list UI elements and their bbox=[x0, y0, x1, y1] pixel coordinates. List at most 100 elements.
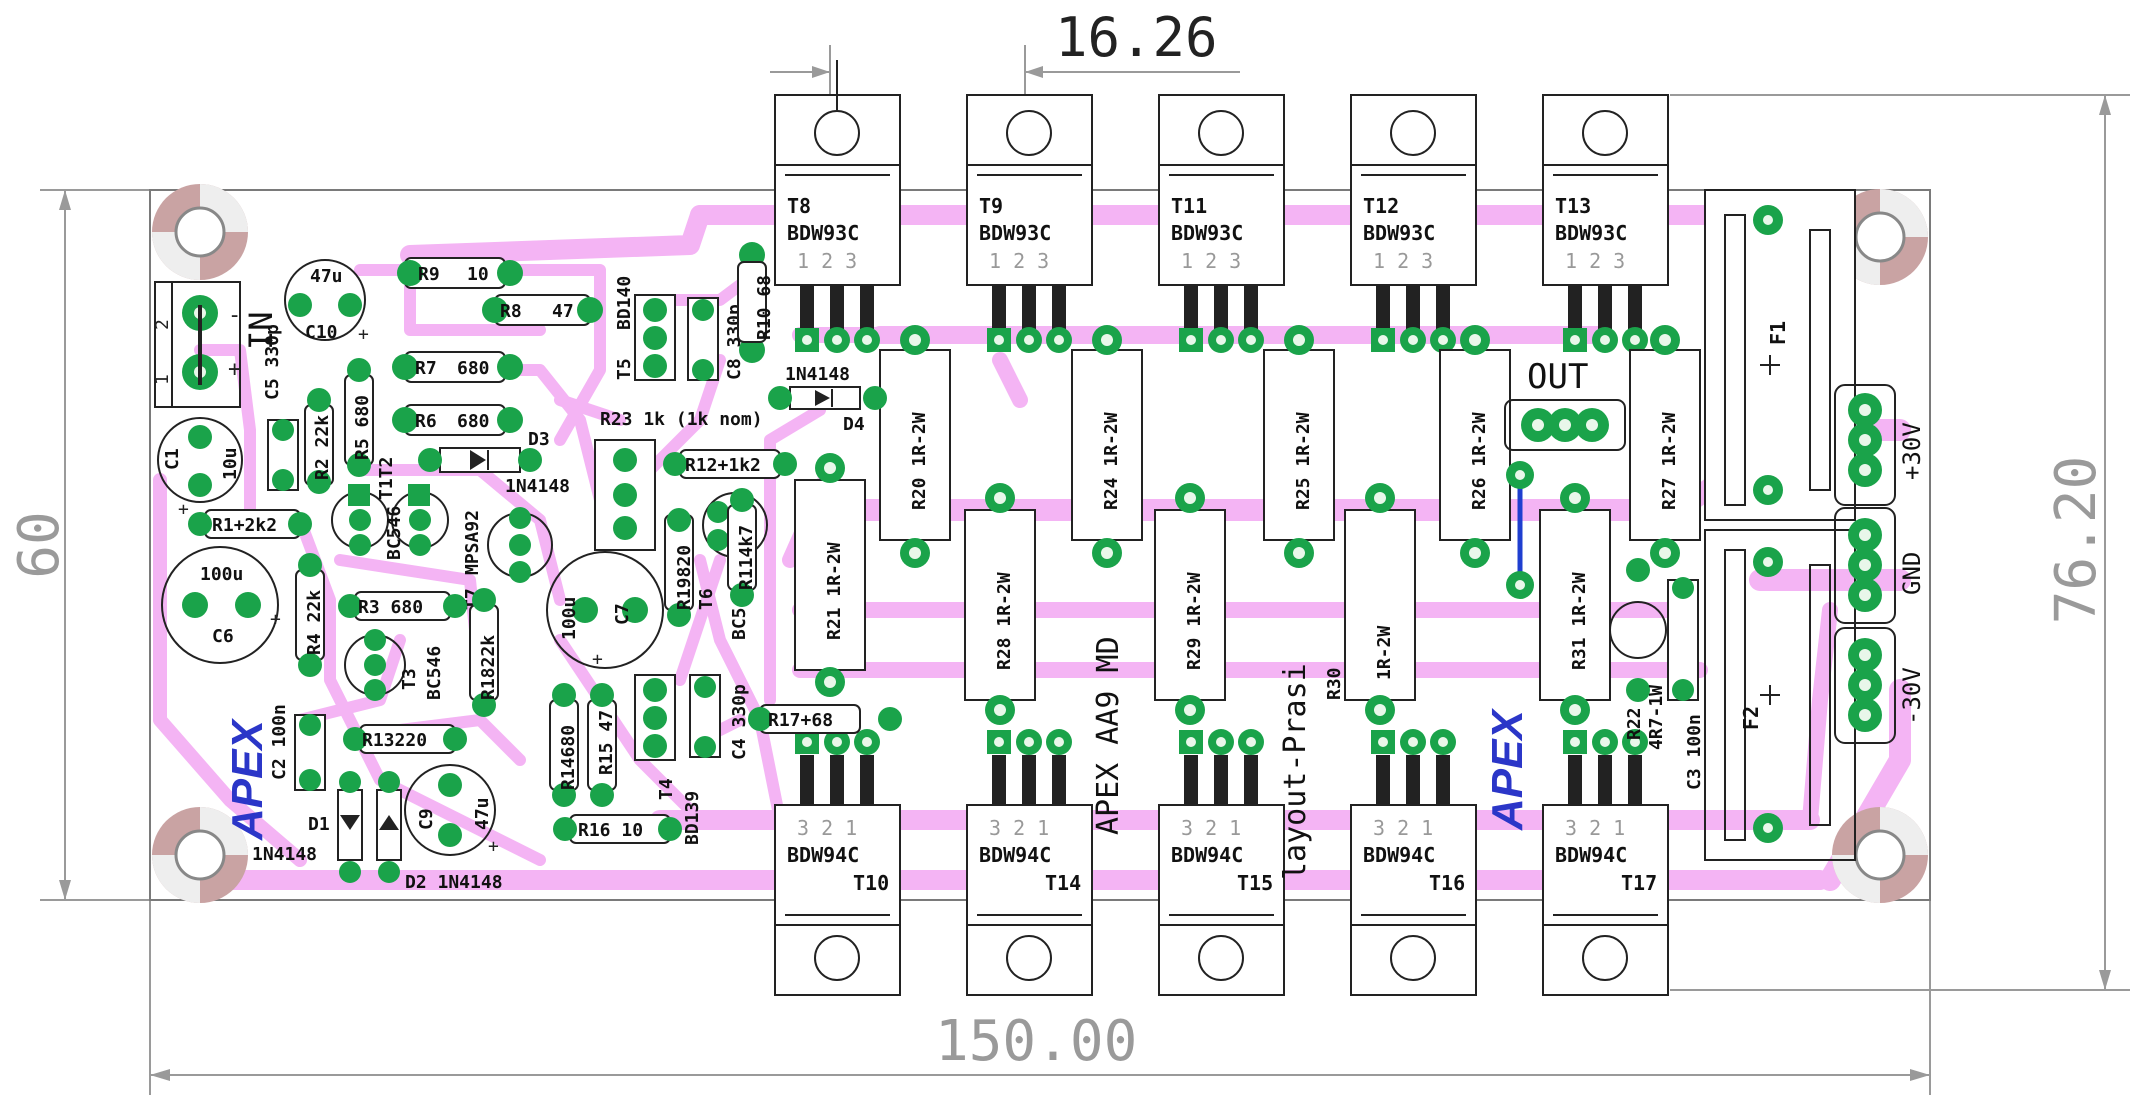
svg-text:1N4148: 1N4148 bbox=[252, 844, 317, 865]
apex-logo-left: APEX bbox=[223, 718, 272, 841]
svg-text:1 2 3: 1 2 3 bbox=[1565, 249, 1625, 273]
svg-text:OUT: OUT bbox=[1527, 357, 1588, 397]
dimension-bottom: 150.00 bbox=[935, 1009, 1137, 1074]
svg-text:R4 22k: R4 22k bbox=[304, 590, 325, 655]
svg-text:BDW94C: BDW94C bbox=[787, 843, 859, 867]
svg-text:R15 47: R15 47 bbox=[596, 710, 617, 775]
svg-text:680: 680 bbox=[457, 411, 490, 432]
svg-text:BDW93C: BDW93C bbox=[1363, 221, 1435, 245]
capacitor-c2: C2 100n bbox=[269, 704, 326, 791]
bottom-transistor-row: 3 2 1 BDW94C T10 3 2 1 BDW94C T14 bbox=[774, 729, 1669, 996]
transistor-t1t2: T1T2 BC546 bbox=[331, 457, 449, 560]
transistor-t5: BD140 T5 bbox=[614, 276, 676, 381]
svg-text:-: - bbox=[228, 303, 241, 328]
svg-text:C5 330p: C5 330p bbox=[262, 324, 283, 400]
resistor-r28: R28 1R-2W bbox=[964, 483, 1036, 725]
mount-hole-bl bbox=[152, 807, 248, 903]
svg-text:3 2 1: 3 2 1 bbox=[1565, 816, 1625, 840]
svg-text:F2: F2 bbox=[1739, 706, 1763, 730]
dimension-top: 16.26 bbox=[1055, 6, 1218, 69]
svg-text:1N4148: 1N4148 bbox=[505, 476, 570, 497]
resistor-r21: R21 1R-2W bbox=[794, 453, 866, 697]
fuse-f1: F1 bbox=[1704, 189, 1856, 521]
trimmer-r23: R23 1k (1k nom) bbox=[594, 409, 763, 551]
svg-text:T8: T8 bbox=[787, 194, 811, 218]
svg-text:3 2 1: 3 2 1 bbox=[1373, 816, 1433, 840]
svg-text:R19820: R19820 bbox=[674, 545, 695, 610]
svg-text:100u: 100u bbox=[200, 564, 243, 585]
transistor-t17: 3 2 1 BDW94C T17 bbox=[1542, 729, 1669, 996]
svg-text:T1T2: T1T2 bbox=[376, 457, 397, 500]
svg-text:R1+2k2: R1+2k2 bbox=[212, 515, 277, 536]
svg-text:R10 68: R10 68 bbox=[754, 275, 775, 340]
capacitor-c9: C9 47u + bbox=[404, 764, 499, 857]
svg-text:T4: T4 bbox=[656, 778, 677, 800]
svg-text:T14: T14 bbox=[1045, 871, 1081, 895]
svg-text:-30V: -30V bbox=[1898, 667, 1926, 725]
input-connector: 2 1 IN - + bbox=[152, 281, 280, 408]
svg-text:BC546: BC546 bbox=[424, 646, 445, 700]
resistor-r7: R7 680 bbox=[392, 351, 523, 383]
resistor-r11: R114k7 bbox=[727, 488, 757, 607]
capacitor-c7: 100u C7 + bbox=[546, 551, 664, 670]
diode-d2: D2 1N4148 bbox=[376, 771, 503, 893]
diode-d1: D1 1N4148 bbox=[252, 771, 363, 883]
svg-text:1R-2W: 1R-2W bbox=[1374, 626, 1395, 680]
svg-text:3 2 1: 3 2 1 bbox=[797, 816, 857, 840]
svg-text:BDW93C: BDW93C bbox=[1171, 221, 1243, 245]
transistor-t12: T12 BDW93C 1 2 3 bbox=[1350, 94, 1477, 353]
svg-text:IN: IN bbox=[242, 311, 280, 350]
resistor-r12: R12+1k2 bbox=[663, 449, 797, 479]
resistor-r27: R27 1R-2W bbox=[1629, 325, 1701, 568]
svg-text:BDW93C: BDW93C bbox=[979, 221, 1051, 245]
diode-d4: 1N4148 D4 bbox=[768, 364, 887, 435]
svg-text:47: 47 bbox=[552, 301, 574, 322]
apex-logo-right: APEX bbox=[1483, 708, 1532, 831]
mount-hole-br bbox=[1832, 807, 1928, 903]
resistor-r29: R29 1R-2W bbox=[1154, 483, 1226, 725]
dimension-left: 60 bbox=[7, 511, 72, 578]
resistor-r18: R1822k bbox=[469, 588, 499, 717]
svg-text:10u: 10u bbox=[220, 447, 241, 480]
svg-text:R12+1k2: R12+1k2 bbox=[685, 455, 761, 476]
capacitor-c4: C4 330p bbox=[689, 674, 750, 760]
svg-text:R20 1R-2W: R20 1R-2W bbox=[909, 412, 930, 510]
svg-text:3 2 1: 3 2 1 bbox=[1181, 816, 1241, 840]
svg-text:+: + bbox=[592, 649, 603, 670]
svg-text:C7: C7 bbox=[612, 603, 633, 625]
svg-text:1: 1 bbox=[152, 374, 173, 385]
svg-text:1 2 3: 1 2 3 bbox=[1373, 249, 1433, 273]
svg-text:T3: T3 bbox=[399, 668, 420, 690]
svg-text:R31 1R-2W: R31 1R-2W bbox=[1569, 572, 1590, 670]
svg-text:1 2 3: 1 2 3 bbox=[989, 249, 1049, 273]
svg-text:+30V: +30V bbox=[1898, 422, 1926, 480]
transistor-t10: 3 2 1 BDW94C T10 bbox=[774, 729, 901, 996]
resistor-r15: R15 47 bbox=[587, 683, 617, 807]
transistor-t8: T8 BDW93C 1 2 3 bbox=[774, 94, 901, 353]
svg-text:2: 2 bbox=[152, 319, 173, 330]
transistor-t3: T3 BC546 bbox=[344, 629, 445, 701]
capacitor-c3: C3 100n bbox=[1667, 577, 1705, 790]
svg-text:D1: D1 bbox=[308, 814, 330, 835]
svg-text:1 2 3: 1 2 3 bbox=[1181, 249, 1241, 273]
svg-text:GND: GND bbox=[1898, 552, 1926, 595]
resistor-r30: R30 1R-2W bbox=[1324, 483, 1416, 725]
transistor-t4: T4 BD139 bbox=[634, 674, 703, 845]
power-resistors: R20 1R-2W R24 1R-2W R25 1R-2W R26 1R-2W … bbox=[794, 325, 1701, 725]
resistor-r14: R14680 bbox=[549, 683, 579, 807]
svg-text:C4 330p: C4 330p bbox=[729, 684, 750, 760]
svg-text:MPSA92: MPSA92 bbox=[462, 510, 483, 575]
svg-text:BDW93C: BDW93C bbox=[1555, 221, 1627, 245]
resistor-r3: R3 680 bbox=[338, 591, 467, 621]
resistor-r10: R10 68 bbox=[737, 242, 775, 363]
svg-text:R1822k: R1822k bbox=[478, 635, 499, 700]
svg-text:R30: R30 bbox=[1324, 667, 1345, 700]
svg-text:F1: F1 bbox=[1766, 321, 1790, 345]
diode-d3: D3 1N4148 bbox=[418, 429, 570, 497]
svg-text:3 2 1: 3 2 1 bbox=[989, 816, 1049, 840]
resistor-r25: R25 1R-2W bbox=[1263, 325, 1335, 568]
svg-text:C10: C10 bbox=[305, 322, 338, 343]
svg-text:R26 1R-2W: R26 1R-2W bbox=[1469, 412, 1490, 510]
capacitor-c6: 100u C6 + bbox=[161, 546, 281, 664]
